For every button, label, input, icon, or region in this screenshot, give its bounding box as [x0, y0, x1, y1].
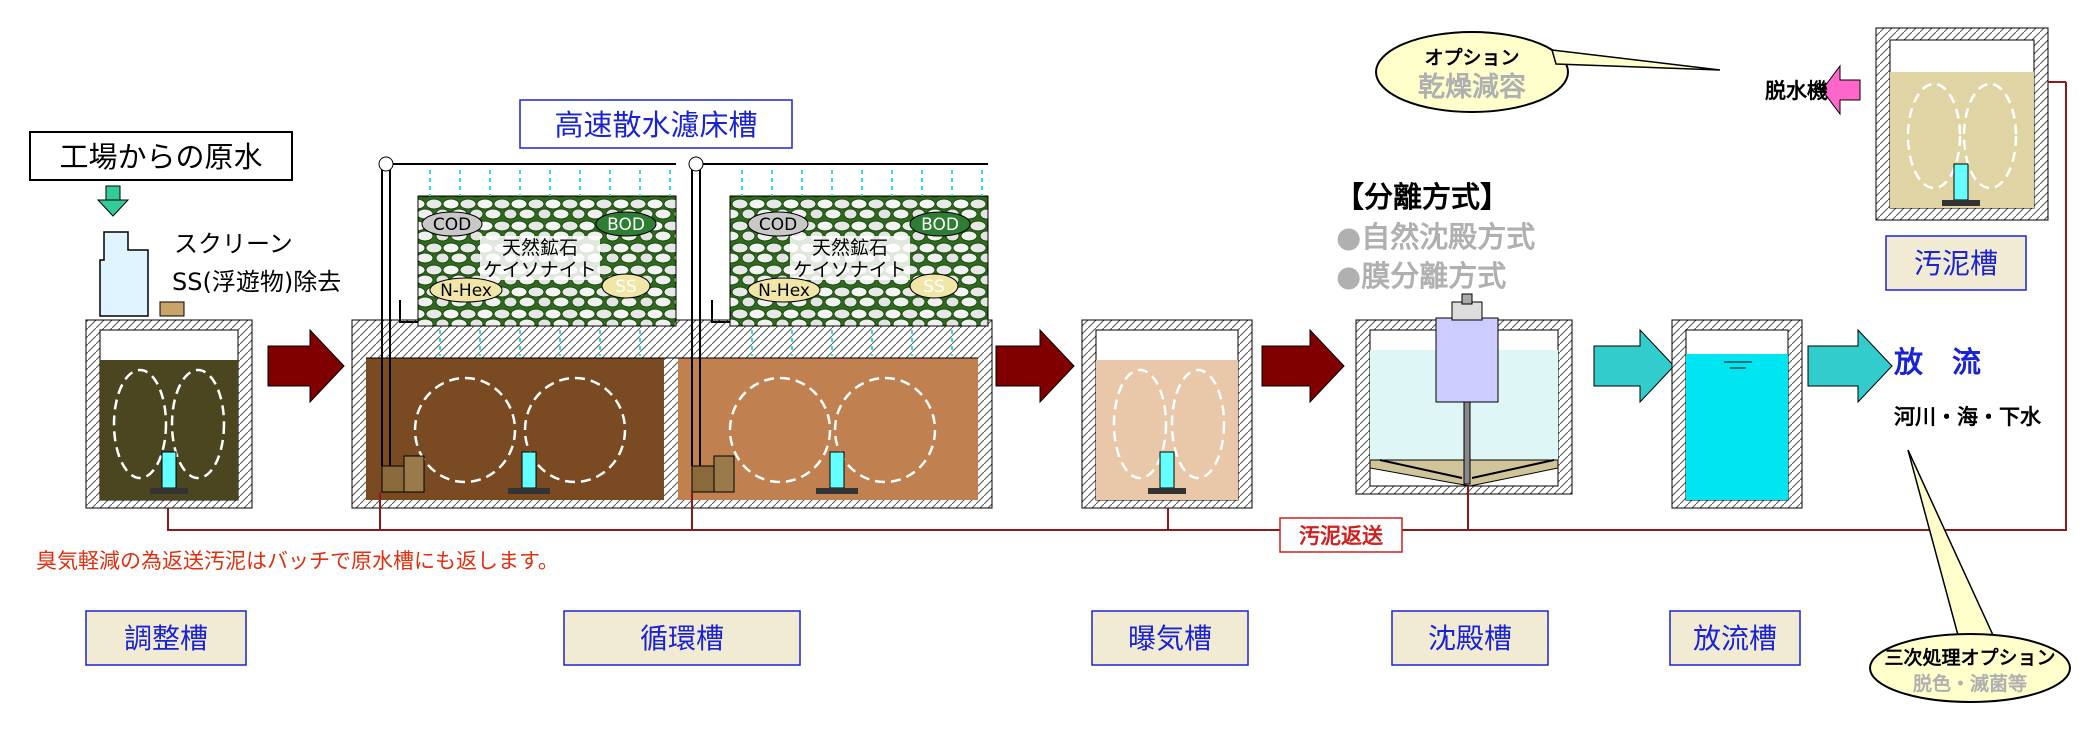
sludge-return-line [167, 81, 2067, 531]
tank-label-adjustment: 調整槽 [124, 622, 208, 655]
separation-method: ●膜分離方式 [1336, 259, 1506, 293]
discharge-targets: 河川・海・下水 [1894, 405, 2042, 429]
screen-label: スクリーン [174, 230, 293, 258]
screen-unit [99, 231, 185, 317]
option-bubble-title: オプション [1424, 46, 1519, 69]
circulation-tank [351, 319, 993, 509]
discharge-label: 放 流 [1893, 345, 1981, 379]
filter-bed-label: 高速散水濾床槽 [554, 108, 757, 142]
bod-tag: BOD [921, 215, 959, 235]
sedimentation-tank [1355, 293, 1573, 495]
ore-label: 天然鉱石 [812, 237, 888, 259]
ore-name: ケイソナイト [483, 259, 597, 281]
ore-name: ケイソナイト [793, 259, 907, 281]
screen-description: SS(浮遊物)除去 [172, 268, 341, 296]
separation-method: ●自然沈殿方式 [1336, 220, 1535, 254]
nhex-tag: N-Hex [758, 281, 810, 301]
ore-label: 天然鉱石 [502, 237, 578, 259]
return-note: 臭気軽減の為返送汚泥はバッチで原水槽にも返します。 [36, 549, 559, 573]
raw-water-source: 工場からの原水 [29, 131, 293, 181]
sludge-return-label: 汚泥返送 [1299, 524, 1384, 548]
tank-label-discharge: 放流槽 [1693, 622, 1777, 655]
nhex-tag: N-Hex [440, 281, 492, 301]
cod-tag: COD [759, 215, 797, 235]
pink-arrow-icon [1821, 64, 1861, 116]
tank-labels [85, 235, 2027, 666]
tank-label-sedimentation: 沈殿槽 [1428, 622, 1512, 655]
flow-arrow-icon [267, 328, 1345, 404]
sludge-return-box [1279, 517, 1403, 553]
source-label: 工場からの原水 [59, 140, 262, 174]
ss-tag: SS [615, 277, 637, 297]
bod-tag: BOD [607, 215, 645, 235]
option-bubble [1375, 31, 1721, 113]
dehydrator-label: 脱水機 [1765, 79, 1828, 103]
tank-label-circulation: 循環槽 [640, 622, 724, 655]
down-arrow-icon [96, 185, 130, 217]
separation-heading: 【分離方式】 [1335, 180, 1509, 214]
filter-bed-label-box [519, 99, 793, 149]
adjustment-tank [85, 319, 253, 509]
tank-label-aeration: 曝気槽 [1128, 622, 1212, 655]
option-bubble-text: 乾燥減容 [1418, 71, 1526, 103]
flow-arrow-icon [1593, 328, 1893, 404]
cod-tag: COD [433, 215, 471, 235]
ss-tag: SS [923, 277, 945, 297]
sludge-tank [1875, 27, 2049, 221]
discharge-tank [1671, 319, 1803, 509]
tertiary-bubble-text: 脱色・滅菌等 [1913, 672, 2027, 695]
aeration-tank [1081, 319, 1253, 509]
tank-label-sludge: 汚泥槽 [1914, 247, 1998, 280]
tertiary-bubble [1869, 449, 2071, 703]
tertiary-bubble-title: 三次処理オプション [1884, 646, 2055, 669]
